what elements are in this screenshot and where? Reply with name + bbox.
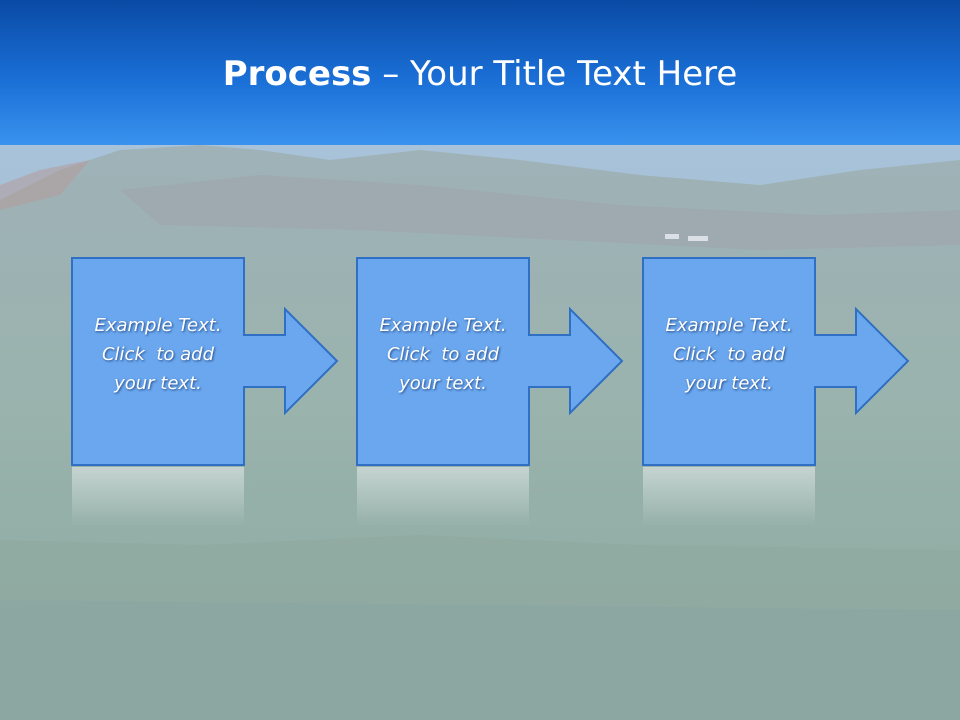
step-2-line-1: Example Text. xyxy=(379,315,507,336)
step-3-line-1: Example Text. xyxy=(665,315,793,336)
title-rest: – Your Title Text Here xyxy=(371,54,738,94)
title-bar: Process – Your Title Text Here xyxy=(0,0,960,145)
step-3-line-3: your text. xyxy=(685,373,773,394)
step-3-text[interactable]: Example Text. Click to add your text. xyxy=(643,311,815,398)
step-3-line-2: Click to add xyxy=(672,344,785,365)
slide-title[interactable]: Process – Your Title Text Here xyxy=(0,52,960,96)
step-3-arrow-box[interactable] xyxy=(642,257,910,466)
step-1-line-2: Click to add xyxy=(101,344,214,365)
step-1-line-1: Example Text. xyxy=(94,315,222,336)
step-2-line-2: Click to add xyxy=(386,344,499,365)
step-2-text[interactable]: Example Text. Click to add your text. xyxy=(357,311,529,398)
step-2-reflection xyxy=(357,467,529,527)
title-bold: Process xyxy=(222,54,372,94)
step-1-arrow-box[interactable] xyxy=(71,257,339,466)
step-1-reflection xyxy=(72,467,244,527)
step-3-reflection xyxy=(643,467,815,527)
step-2-line-3: your text. xyxy=(399,373,487,394)
step-1-text[interactable]: Example Text. Click to add your text. xyxy=(72,311,244,398)
step-2-arrow-box[interactable] xyxy=(356,257,624,466)
step-1-line-3: your text. xyxy=(114,373,202,394)
